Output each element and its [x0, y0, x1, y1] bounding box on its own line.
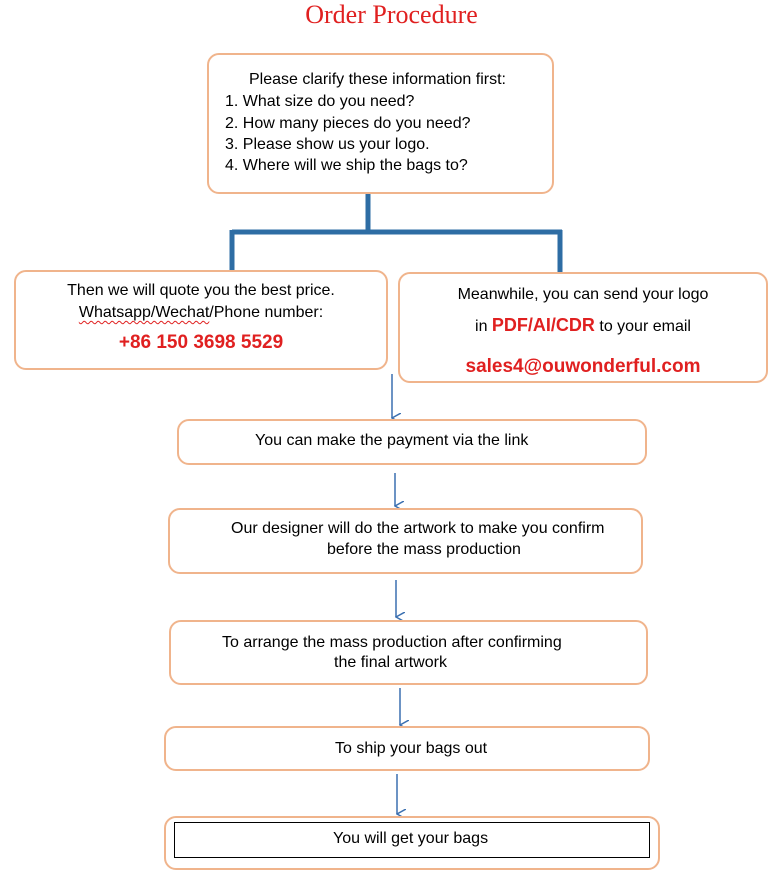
contact-phone-label: /Phone number: [209, 304, 324, 321]
branch-connector [229, 193, 563, 273]
info-request-heading: Please clarify these information first: [249, 71, 506, 88]
logo-formats: PDF/AI/CDR [491, 315, 595, 335]
step-text: You can make the payment via the link [255, 432, 529, 449]
quote-box: Then we will quote you the best price. W… [14, 270, 388, 370]
info-request-item: 2. How many pieces do you need? [225, 115, 471, 132]
step-text: the final artwork [334, 654, 447, 671]
phone-number: +86 150 3698 5529 [118, 332, 284, 353]
info-request-item: 3. Please show us your logo. [225, 136, 430, 153]
info-request-item: 4. Where will we ship the bags to? [225, 157, 468, 174]
email-address[interactable]: sales4@ouwonderful.com [465, 356, 701, 377]
step-text: To arrange the mass production after con… [222, 634, 562, 651]
contact-apps: Whatsapp/Wechat [78, 304, 210, 321]
step-mass-production: To arrange the mass production after con… [169, 620, 648, 685]
step-text: To ship your bags out [335, 740, 488, 757]
logo-format-line: in PDF/AI/CDR to your email [475, 315, 691, 335]
logo-submit-text: Meanwhile, you can send your logo [457, 286, 709, 303]
info-request-box: Please clarify these information first: … [207, 53, 554, 194]
step-receive-inner-frame [174, 822, 650, 858]
logo-submit-box: Meanwhile, you can send your logo in PDF… [398, 272, 768, 383]
page-title: Order Procedure [305, 0, 478, 29]
step-text: You will get your bags [333, 830, 489, 847]
info-request-item: 1. What size do you need? [225, 93, 415, 110]
step-payment: You can make the payment via the link [177, 419, 647, 465]
step-text: before the mass production [327, 541, 521, 558]
quote-text: Then we will quote you the best price. [67, 282, 335, 299]
step-shipping: To ship your bags out [164, 726, 650, 771]
step-artwork: Our designer will do the artwork to make… [168, 508, 643, 574]
contact-label: Whatsapp/Wechat/Phone number: [16, 303, 386, 323]
step-receive: You will get your bags [164, 816, 660, 870]
step-text: Our designer will do the artwork to make… [231, 520, 605, 537]
